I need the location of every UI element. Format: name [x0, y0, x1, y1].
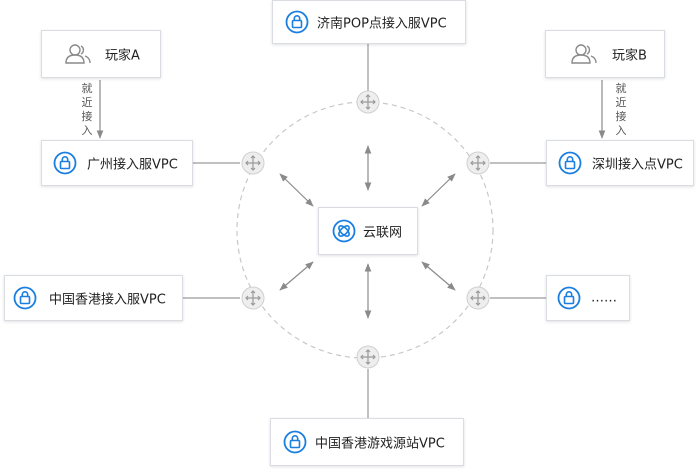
arrow-hub-upper-right [421, 173, 456, 207]
access-label-left: 就近接入 [81, 82, 93, 137]
vpc-node-hongkong-origin[interactable]: 中国香港游戏源站VPC [270, 418, 464, 466]
vpc-label-hongkong-access: 中国香港接入服VPC [49, 292, 166, 308]
router-icon [241, 151, 265, 175]
vpc-label-guangzhou: 广州接入服VPC [87, 157, 178, 173]
ccn-icon [332, 219, 356, 243]
lock-icon [53, 151, 77, 175]
router-icon [356, 90, 380, 114]
router-icon [466, 151, 490, 175]
router-icon [356, 345, 380, 369]
users-icon [571, 44, 597, 64]
access-label-right: 就近接入 [615, 82, 627, 137]
lock-icon [13, 286, 37, 310]
ccn-hub-node[interactable]: 云联网 [318, 207, 418, 255]
player-a-node[interactable]: 玩家A [41, 30, 161, 78]
router-icon [466, 286, 490, 310]
lock-icon [285, 10, 309, 34]
arrow-hub-upper-left [279, 173, 314, 207]
vpc-node-more[interactable]: …… [546, 275, 630, 321]
player-a-label: 玩家A [105, 48, 140, 64]
vpc-node-shenzhen[interactable]: 深圳接入点VPC [546, 140, 694, 186]
vpc-label-jinan: 济南POP点接入服VPC [317, 16, 447, 32]
vpc-label-more: …… [591, 290, 617, 306]
arrow-hub-lower-left [279, 261, 314, 291]
lock-icon [558, 151, 582, 175]
player-b-label: 玩家B [612, 48, 647, 64]
player-b-node[interactable]: 玩家B [545, 30, 665, 78]
vpc-label-shenzhen: 深圳接入点VPC [592, 157, 683, 173]
ccn-hub-label: 云联网 [363, 225, 403, 241]
vpc-node-jinan[interactable]: 济南POP点接入服VPC [272, 0, 466, 44]
users-icon [65, 44, 91, 64]
lock-icon [283, 430, 307, 454]
vpc-node-hongkong-access[interactable]: 中国香港接入服VPC [4, 275, 183, 321]
lock-icon [557, 286, 581, 310]
vpc-label-hongkong-origin: 中国香港游戏源站VPC [315, 436, 445, 452]
arrow-hub-lower-right [421, 261, 456, 291]
vpc-node-guangzhou[interactable]: 广州接入服VPC [41, 140, 193, 186]
router-icon [241, 286, 265, 310]
